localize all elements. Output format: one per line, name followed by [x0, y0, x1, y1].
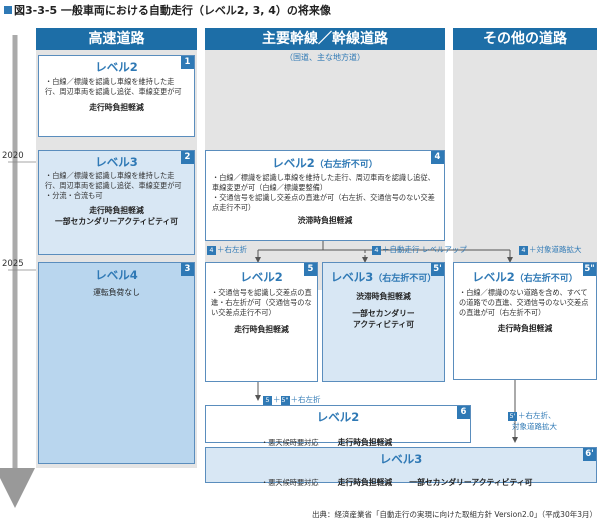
transition-levelup: 4＋自動走行 レベルアップ [372, 244, 467, 255]
box-number: 4 [431, 151, 444, 164]
box-level-main: レベル2 [272, 156, 315, 170]
box-arterial-level2: 4 レベル2（右左折不可） ・白線／標識を認識し車線を維持した走行、周辺車両を認… [205, 150, 445, 241]
box-level: レベル2（右左折不可） [454, 269, 596, 285]
box-level: レベル2（右左折不可） [206, 155, 444, 171]
box-level-sub: （右左折不可） [373, 274, 437, 284]
box-emph: 運転負荷なし [93, 288, 140, 297]
box-number: 1 [181, 56, 194, 69]
column-header-other: その他の道路 [453, 28, 597, 50]
box-level-sub: （右左折不可） [314, 160, 378, 170]
transition-number: 4 [519, 245, 528, 255]
transition-text: ＋対象道路拡大 [529, 245, 582, 254]
box-other-level2: 5" レベル2（右左折不可） ・白線／標識のない道路を含め、すべての道路での直進… [453, 262, 597, 380]
box-level: レベル2 [316, 410, 360, 424]
title-square-icon [4, 6, 12, 14]
box-desc: ・悪天候時要対応 [261, 438, 319, 447]
transition-text: ＋右左折 [290, 395, 321, 404]
transition-number: 4 [372, 245, 381, 255]
box-emph: 走行時負担軽減 [234, 325, 289, 334]
transition-text-2: 対象道路拡大 [512, 422, 557, 431]
box-level-main: レベル3 [330, 270, 374, 284]
column-header-arterial: 主要幹線／幹線道路 [205, 28, 445, 50]
box-desc: ・白線／標識のない道路を含め、すべての道路での直進、交通信号のない交差点の直進が… [459, 288, 589, 317]
box-emph: 走行時負担軽減 [89, 103, 144, 112]
box-level: レベル3 [95, 155, 138, 169]
box-desc: ・白線／標識を認識し車線を維持した走行、周辺車両を認識し追従、車線変更が可 [45, 77, 182, 96]
box-emph: 走行時負担軽減 [497, 324, 553, 333]
box-emph: 走行時負担軽減 [337, 438, 393, 447]
box-number: 6 [457, 406, 470, 419]
box-desc: ・白線／標識を認識し車線を維持した走行、周辺車両を認識し追従、車線変更が可 [45, 171, 182, 190]
box-highway-level4: 3 レベル4 運転負荷なし [38, 262, 195, 464]
box-number: 5' [431, 263, 444, 276]
transition-text: ＋右左折 [217, 245, 247, 254]
box-level: レベル3（右左折不可） [323, 269, 444, 285]
box-level: レベル3 [379, 452, 423, 466]
box-level: レベル2 [240, 270, 283, 284]
box-emph: 走行時負担軽減 [337, 478, 393, 487]
box-highway-level2: 1 レベル2 ・白線／標識を認識し車線を維持した走行、周辺車両を認識し追従、車線… [38, 55, 195, 137]
transition-text: ＋自動走行 [382, 245, 420, 254]
box-emph: 走行時負担軽減 [89, 206, 144, 215]
box-desc-2: ・交通信号を認識し交差点の直進が可（右左折、交通信号のない交差点走行不可） [212, 193, 435, 212]
box-number: 5 [304, 263, 317, 276]
box-level3-weather: 6' レベル3 ・悪天候時要対応 走行時負担軽減 一部セカンダリーアクティビティ… [205, 447, 597, 487]
box-row: ・悪天候時要対応 走行時負担軽減 一部セカンダリーアクティビティ可 [261, 470, 532, 489]
year-2020: 2020 [2, 151, 24, 161]
transition-text: ＋右左折、 [518, 411, 556, 420]
box-desc-2: ・分流・合流も可 [45, 191, 103, 200]
box-emph-2: 一部セカンダリーアクティビティ可 [409, 478, 533, 487]
transition-expand: 4＋対象道路拡大 [519, 244, 582, 255]
transition-number: 4 [207, 245, 216, 255]
box-level2-weather: 6 レベル2 ・悪天候時要対応 走行時負担軽減 [205, 405, 471, 447]
figure-title-text: 図3-3-5 一般車両における自動走行（レベル2, 3, 4）の将来像 [14, 4, 331, 17]
column-header-highway: 高速道路 [36, 28, 197, 50]
box-desc: ・交通信号を認識し交差点の直進・右左折が可（交通信号のない交差点走行不可） [211, 288, 312, 317]
figure-title: 図3-3-5 一般車両における自動走行（レベル2, 3, 4）の将来像 [4, 2, 331, 18]
transition-5-turn: 5＋5"＋右左折 [263, 394, 321, 405]
box-number: 5" [583, 263, 596, 276]
box-emph: 渋滞時負担軽減 [356, 292, 411, 301]
source-note: 出典：経済産業省「自動走行の実現に向けた取組方針 Version2.0」（平成3… [312, 510, 597, 519]
transition-tail: レベルアップ [421, 245, 467, 254]
box-emph-2: 一部セカンダリー [352, 309, 415, 318]
box-desc: ・悪天候時要対応 [261, 478, 319, 487]
year-2025: 2025 [2, 259, 24, 269]
box-level-main: レベル2 [472, 270, 515, 284]
transition-number: 5' [508, 411, 517, 421]
box-emph: 渋滞時負担軽減 [297, 216, 353, 225]
box-level: レベル2 [95, 60, 138, 74]
box-number: 3 [181, 263, 194, 276]
box-emph-3: アクティビティ可 [352, 320, 415, 329]
column-subheader-arterial: （国道、主な地方道） [285, 53, 365, 62]
box-emph-2: 一部セカンダリーアクティビティ可 [54, 217, 179, 226]
box-number: 6' [583, 448, 596, 461]
transition-turn: 4＋右左折 [207, 244, 247, 255]
box-desc: ・白線／標識を認識し車線を維持した走行、周辺車両を認識し追従、車線変更が可（白線… [212, 173, 435, 192]
box-arterial-level3: 5' レベル3（右左折不可） 渋滞時負担軽減 一部セカンダリー アクティビティ可 [322, 262, 445, 382]
transition-number-2: 5" [280, 395, 290, 405]
box-highway-level3: 2 レベル3 ・白線／標識を認識し車線を維持した走行、周辺車両を認識し追従、車線… [38, 150, 195, 255]
box-number: 2 [181, 151, 194, 164]
transition-5p-expand: 5'＋右左折、対象道路拡大 [508, 410, 557, 432]
box-arterial-level2-turn: 5 レベル2 ・交通信号を認識し交差点の直進・右左折が可（交通信号のない交差点走… [205, 262, 318, 382]
transition-number: 5 [263, 395, 272, 405]
box-level-sub: （右左折不可） [514, 274, 578, 284]
box-row: ・悪天候時要対応 走行時負担軽減 [261, 430, 392, 449]
box-level: レベル4 [95, 268, 138, 282]
